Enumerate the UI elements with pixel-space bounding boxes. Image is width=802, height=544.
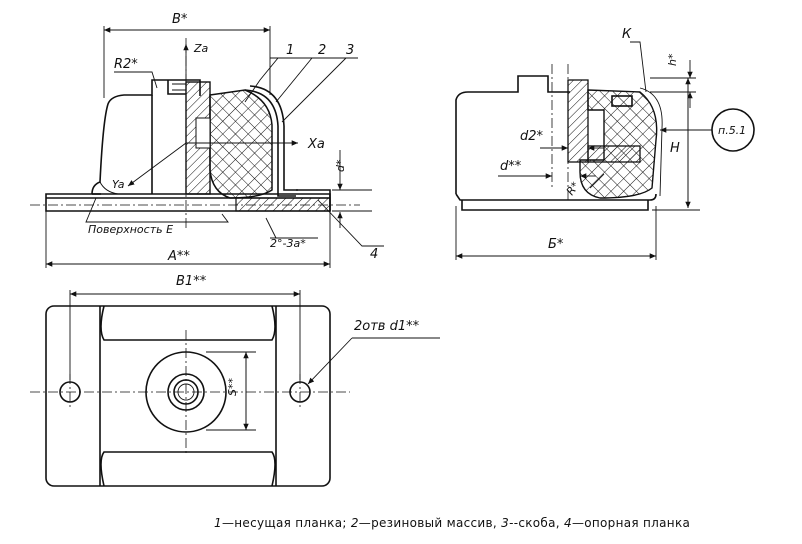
caption-text-2: —резиновый массив,: [358, 516, 497, 530]
caption-num-2: 2: [350, 516, 359, 530]
angle-label: 2°-3а*: [270, 237, 306, 250]
caption-text-4: —опорная планка: [571, 516, 691, 530]
axis-ya-label: Ya: [112, 178, 125, 191]
callout-1: 1: [286, 43, 294, 58]
clause-reference: п.5.1: [718, 124, 746, 137]
caption-num-1: 1: [214, 516, 222, 530]
radius-r2-label: R2*: [114, 57, 138, 72]
front-view: [30, 26, 384, 268]
holes-label: 2отв d1**: [354, 319, 420, 334]
dim-a-label: А**: [167, 249, 190, 264]
plan-view: [30, 290, 440, 487]
caption-num-3: 3: [501, 516, 510, 530]
dim-d-label: d*: [334, 159, 347, 172]
dim-b1-label: B1**: [176, 274, 207, 289]
caption-text-1: —несущая планка;: [221, 516, 347, 530]
caption-num-4: 4: [564, 516, 572, 530]
detail-k-label: К: [622, 27, 632, 42]
axis-xa-label: Xa: [307, 137, 325, 152]
caption-text-3: --скоба,: [509, 516, 560, 530]
dim-d-double-label: d**: [500, 159, 522, 174]
dim-h-label: H: [670, 141, 680, 156]
radius-r-label: R*: [564, 179, 582, 198]
dim-s-label: S**: [226, 378, 239, 396]
callout-4: 4: [370, 247, 378, 262]
callout-3: 3: [346, 43, 354, 58]
surface-e-label: Поверхность Е: [88, 223, 173, 236]
callout-2: 2: [318, 43, 326, 58]
figure-caption: 1—несущая планка; 2—резиновый массив, 3-…: [214, 516, 690, 530]
side-section-view: [455, 41, 755, 260]
dim-b-label: В*: [172, 12, 188, 27]
dim-d2-label: d2*: [520, 129, 544, 144]
dim-bsig-label: Б*: [548, 237, 564, 252]
dim-h-small-label: h*: [666, 53, 679, 66]
axis-za-label: Za: [193, 42, 209, 55]
